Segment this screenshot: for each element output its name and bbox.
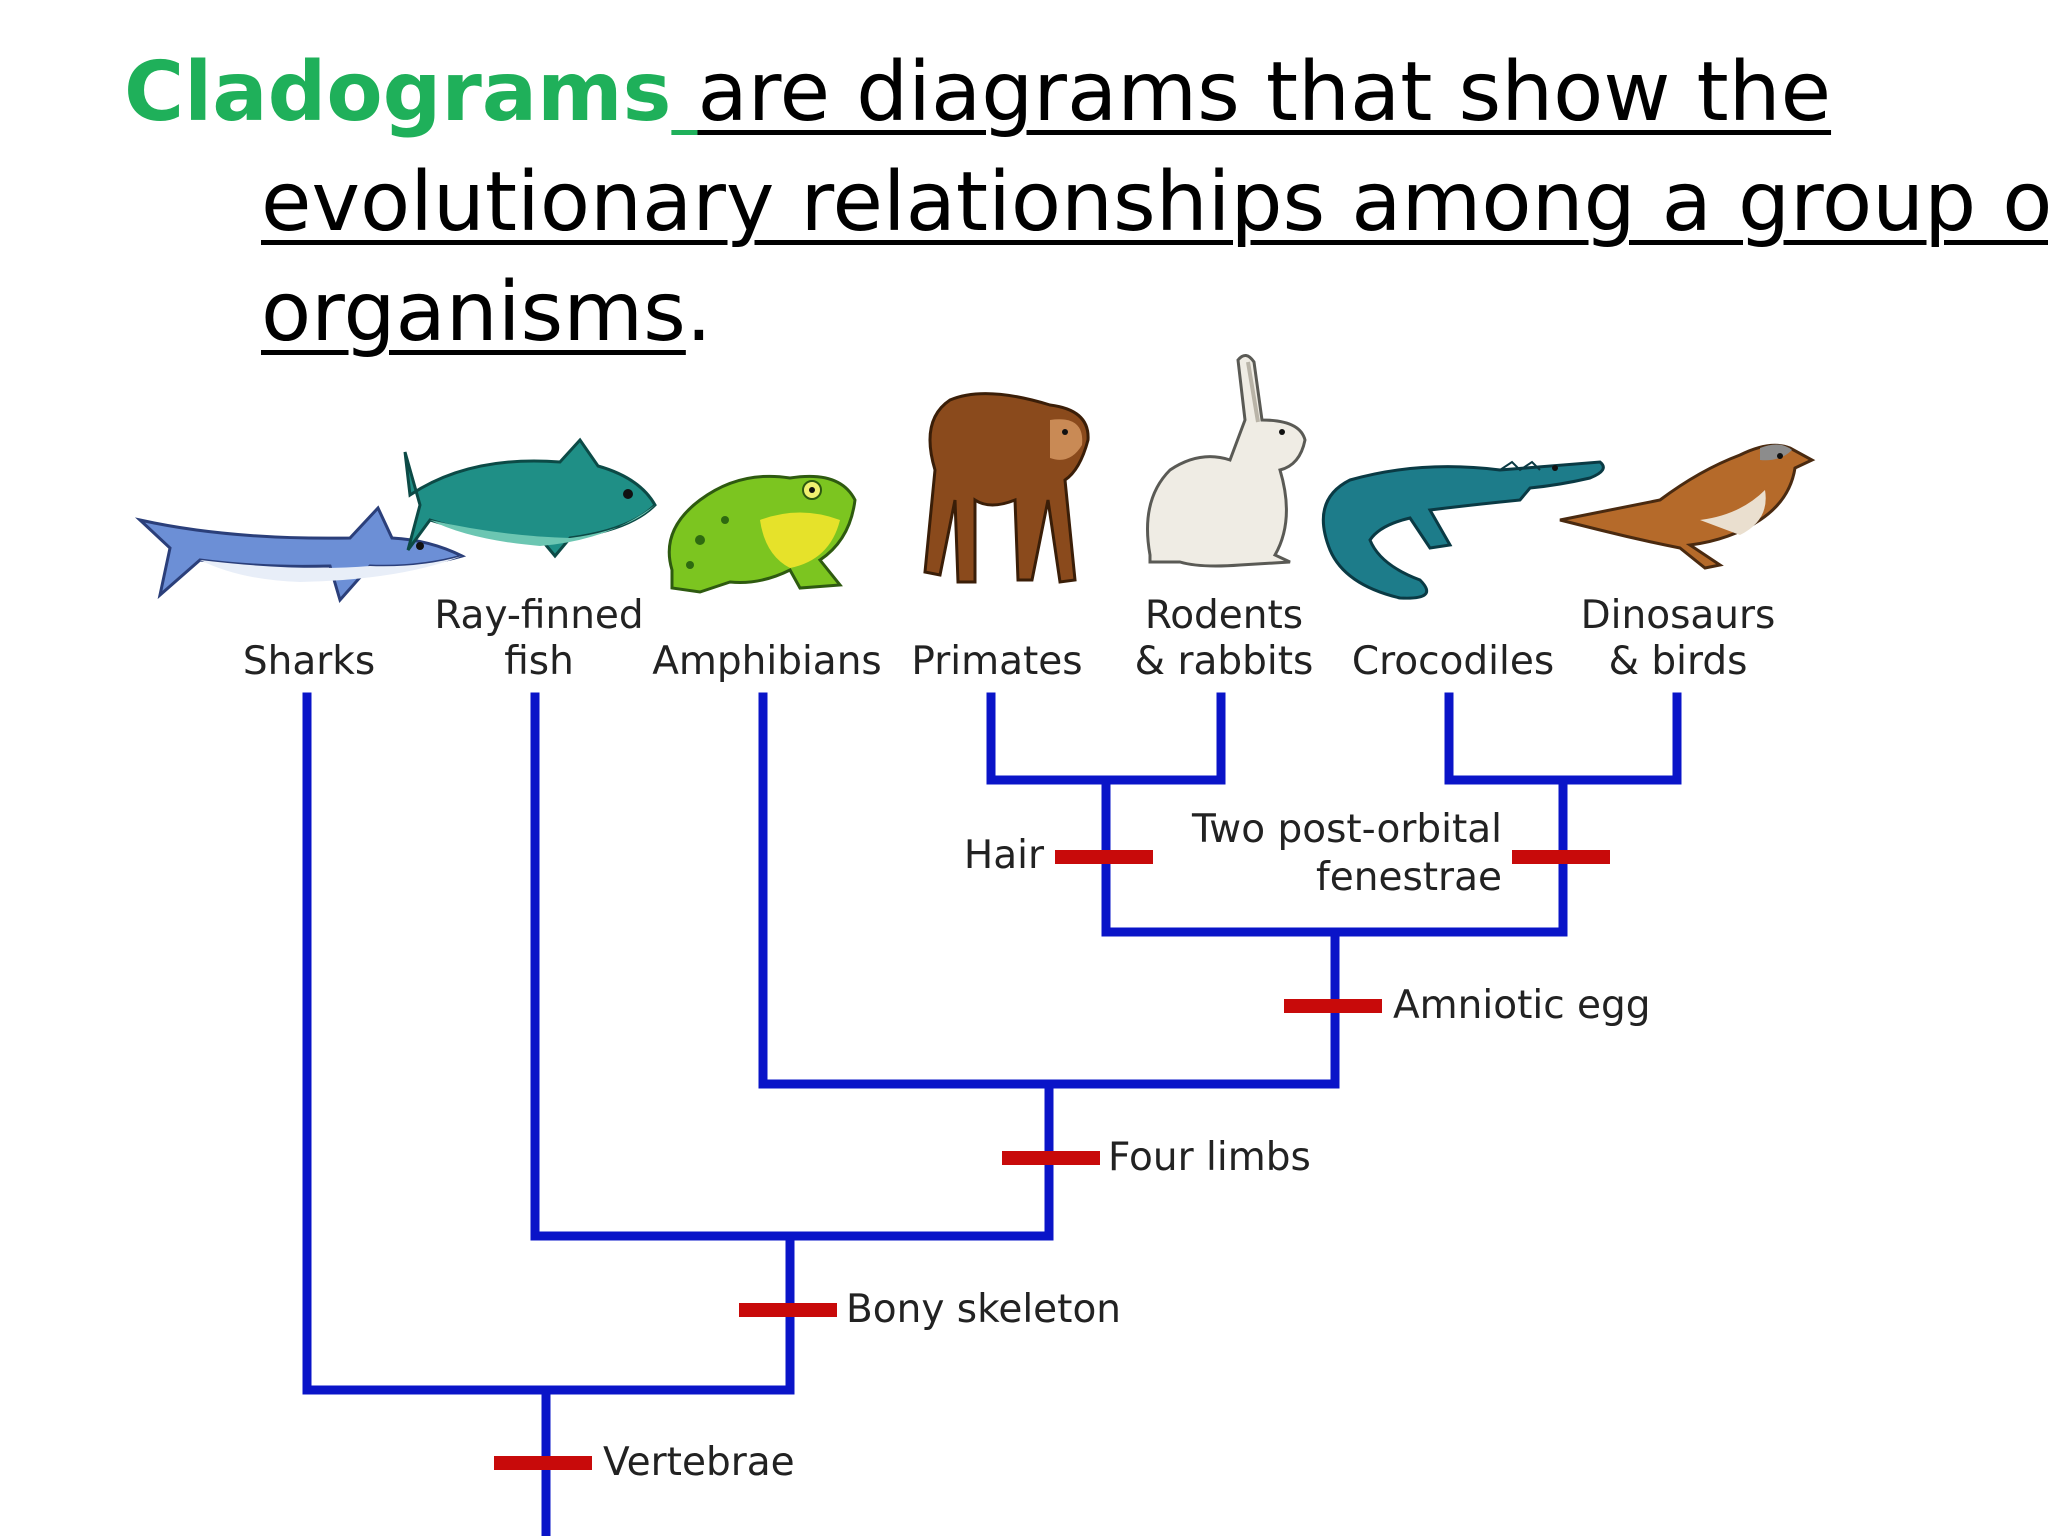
trait-label-hair: Hair (964, 833, 1045, 878)
tuna-fish-icon (403, 437, 657, 559)
title-term: Cladograms (124, 45, 672, 140)
taxon-label-dinosaurs-birds-line2: & birds (1609, 639, 1748, 684)
title-definition: are diagrams that show the evolutionary … (261, 45, 2048, 360)
sparrow-icon (1559, 443, 1816, 570)
trait-label-bony-skeleton: Bony skeleton (846, 1287, 1121, 1332)
taxon-label-dinosaurs-birds-line1: Dinosaurs (1581, 593, 1776, 638)
title-period: . (685, 265, 712, 360)
frog-icon (667, 474, 857, 594)
branch-primates-rodents-join (986, 692, 1226, 785)
ape-icon (923, 392, 1090, 584)
taxon-label-primates: Primates (911, 639, 1082, 684)
taxon-label-sharks: Sharks (243, 639, 375, 684)
rabbit-icon (1146, 354, 1307, 568)
trait-label-amniotic-egg: Amniotic egg (1393, 983, 1651, 1028)
branch-crocodiles-birds-join (1444, 692, 1682, 785)
slide-title: Cladograms are diagrams that show the ev… (124, 38, 2048, 368)
taxon-label-rodents-rabbits-line2: & rabbits (1135, 639, 1314, 684)
taxon-label-ray-finned-fish-line1: Ray-finned (434, 593, 643, 638)
shark-icon (134, 505, 467, 604)
taxon-label-ray-finned-fish-line2: fish (504, 639, 574, 684)
taxon-label-crocodiles: Crocodiles (1352, 639, 1554, 684)
taxon-label-rodents-rabbits-line1: Rodents (1145, 593, 1303, 638)
trait-label-post-orbital-line1: Two post-orbital (1191, 807, 1502, 852)
trait-label-vertebrae: Vertebrae (603, 1440, 795, 1485)
taxon-label-amphibians: Amphibians (652, 639, 882, 684)
trait-label-four-limbs: Four limbs (1108, 1135, 1311, 1180)
crocodile-icon (1321, 460, 1605, 600)
trait-label-post-orbital-line2: fenestrae (1316, 855, 1502, 900)
